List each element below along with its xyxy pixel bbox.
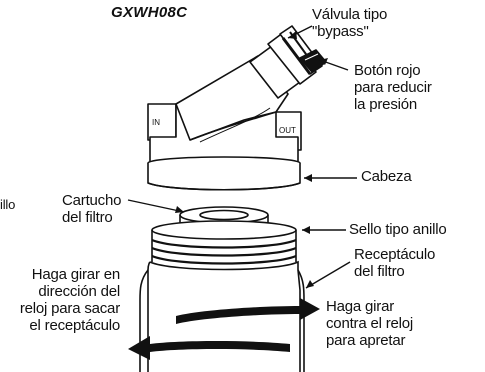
housing-label: Receptáculo del filtro (354, 246, 436, 280)
turn-clockwise-label: Haga girar en dirección del reloj para s… (19, 266, 120, 334)
out-port-label: OUT (279, 126, 296, 135)
head-label: Cabeza (361, 168, 412, 185)
rotation-arrows (128, 298, 320, 360)
filter-cartridge (179, 206, 269, 226)
bypass-valve (249, 25, 327, 99)
model-number: GXWH08C (111, 4, 188, 21)
filter-housing (139, 220, 305, 372)
o-ring-fragment-label: illo (0, 197, 16, 212)
bypass-valve-label: Válvula tipo "bypass" (312, 6, 388, 40)
leader-arrowheads (175, 31, 328, 288)
in-port-label: IN (152, 118, 160, 127)
red-button-label: Botón rojo para reducir la presión (354, 62, 432, 113)
o-ring-label: Sello tipo anillo (349, 221, 447, 238)
cartridge-label: Cartucho del filtro (62, 192, 122, 226)
filter-head (147, 55, 302, 191)
turn-counterclockwise-label: Haga girar contra el reloj para apretar (326, 298, 414, 349)
